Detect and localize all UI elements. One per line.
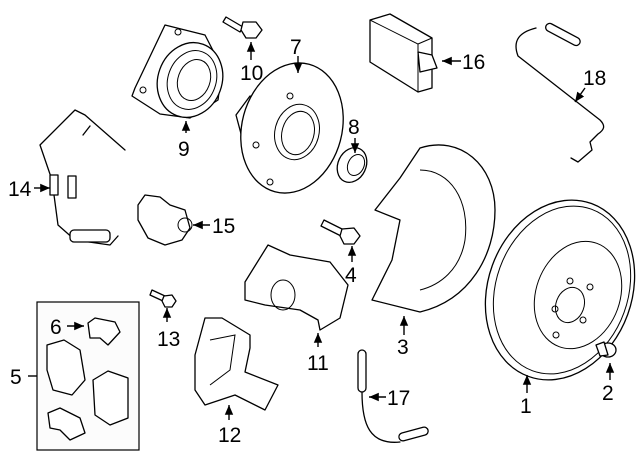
callout-10: 10 bbox=[240, 62, 263, 85]
parking-brake-actuator[interactable] bbox=[137, 194, 193, 246]
callout-4: 4 bbox=[345, 264, 357, 287]
hub-bolt[interactable] bbox=[222, 16, 263, 39]
caliper-bracket[interactable] bbox=[194, 317, 279, 411]
callout-12: 12 bbox=[218, 424, 241, 447]
callout-11: 11 bbox=[307, 352, 329, 375]
callout-18: 18 bbox=[583, 67, 606, 90]
caliper[interactable] bbox=[244, 244, 349, 331]
rotor-screw[interactable] bbox=[595, 341, 617, 358]
wear-sensor-rear[interactable] bbox=[515, 22, 605, 163]
control-module[interactable] bbox=[369, 13, 438, 93]
pad-wear-sensor[interactable] bbox=[357, 349, 429, 443]
hub[interactable] bbox=[227, 51, 358, 204]
callout-13: 13 bbox=[157, 328, 180, 351]
axle-nut[interactable] bbox=[332, 143, 373, 187]
callout-9: 9 bbox=[178, 138, 190, 161]
shield-bolt[interactable] bbox=[320, 219, 361, 245]
splash-shield[interactable] bbox=[371, 144, 496, 313]
wheel-bearing[interactable] bbox=[131, 24, 233, 127]
callout-2: 2 bbox=[602, 382, 614, 405]
brake-pad-set[interactable] bbox=[36, 301, 140, 451]
callout-1: 1 bbox=[520, 395, 532, 418]
callout-8: 8 bbox=[348, 116, 360, 139]
callout-6: 6 bbox=[50, 316, 62, 339]
callout-16: 16 bbox=[462, 51, 485, 74]
callout-7: 7 bbox=[290, 36, 302, 59]
callout-5: 5 bbox=[10, 366, 22, 389]
callout-14: 14 bbox=[8, 178, 32, 201]
abs-sensor-harness[interactable] bbox=[39, 109, 126, 246]
bracket-bolt[interactable] bbox=[149, 289, 177, 308]
callout-15: 15 bbox=[212, 215, 235, 238]
callout-17: 17 bbox=[387, 387, 410, 410]
callout-3: 3 bbox=[397, 336, 409, 359]
